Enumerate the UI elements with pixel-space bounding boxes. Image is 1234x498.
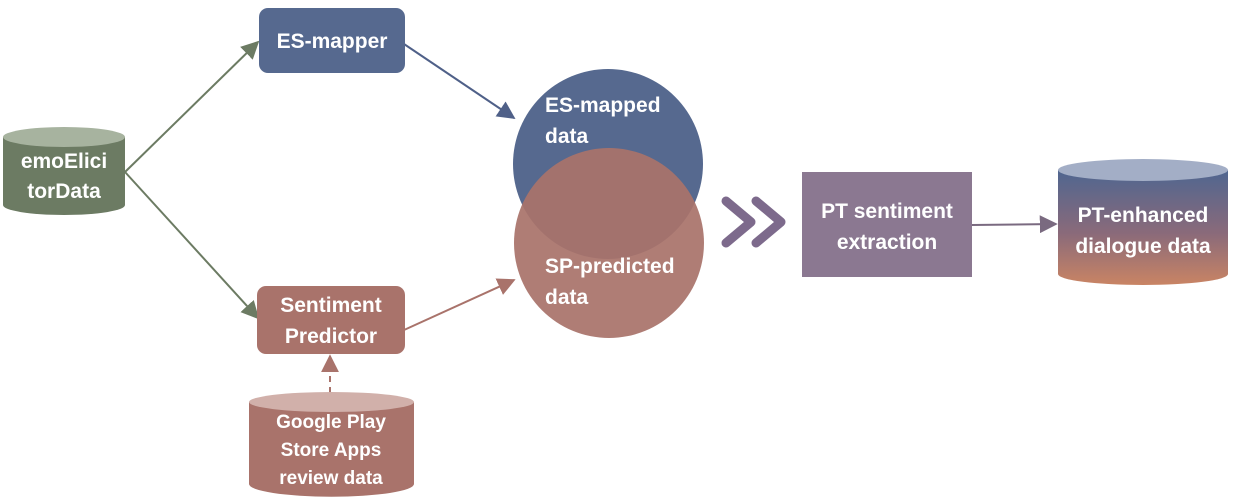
sp-predicted-label-line2: data	[545, 286, 589, 309]
es-mapper-label: ES-mapper	[277, 30, 388, 53]
sp-predicted-data-circle	[514, 148, 704, 338]
google-play-review-data-cylinder: Google Play Store Apps review data	[249, 392, 414, 497]
pt-extraction-label-line1: PT sentiment	[821, 200, 953, 223]
pt-enhanced-label-line2: dialogue data	[1075, 235, 1211, 258]
google-play-label-line2: Store Apps	[281, 440, 382, 461]
emoelicitor-label-line2: torData	[27, 180, 101, 203]
arrow-source-to-es-mapper	[124, 40, 260, 173]
sp-predicted-label-line1: SP-predicted	[545, 255, 675, 278]
google-play-label-line3: review data	[279, 468, 383, 489]
google-play-label-line1: Google Play	[276, 412, 386, 433]
es-mapper-box: ES-mapper	[259, 8, 405, 73]
double-chevron-icon	[721, 196, 786, 248]
pt-extraction-label-line2: extraction	[837, 231, 937, 254]
pt-enhanced-dialogue-data-cylinder: PT-enhanced dialogue data	[1058, 159, 1228, 285]
emoelicitor-data-cylinder: emoElici torData	[3, 127, 125, 215]
es-mapped-label-line1: ES-mapped	[545, 94, 661, 117]
sentiment-predictor-box: Sentiment Predictor	[257, 286, 405, 354]
sentiment-predictor-label-line1: Sentiment	[280, 294, 382, 317]
emoelicitor-label-line1: emoElici	[21, 150, 107, 173]
arrow-es-mapper-to-es-mapped	[403, 43, 516, 120]
sentiment-predictor-label-line2: Predictor	[285, 325, 377, 348]
pt-sentiment-extraction-box: PT sentiment extraction	[802, 172, 972, 277]
arrow-predictor-to-sp-predicted	[403, 278, 516, 331]
pt-enhanced-label-line1: PT-enhanced	[1078, 204, 1209, 227]
es-mapped-label-line2: data	[545, 125, 589, 148]
arrow-extraction-to-enhanced	[971, 215, 1058, 234]
arrow-source-to-sentiment-predictor	[124, 171, 260, 320]
